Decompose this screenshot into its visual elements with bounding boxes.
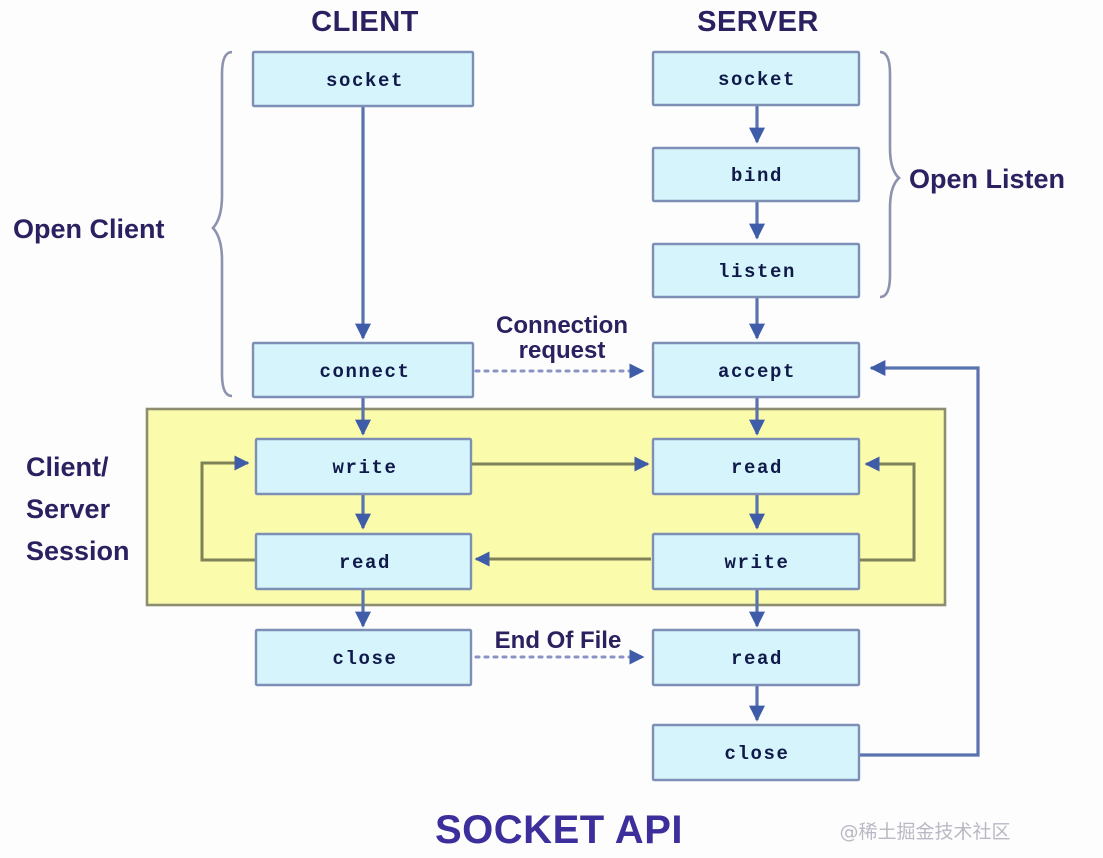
node-label: read xyxy=(731,648,783,670)
label-session-line1: Client/ xyxy=(26,452,109,482)
node-label: socket xyxy=(326,70,404,92)
label-session-line2: Server xyxy=(26,494,111,524)
node-label: close xyxy=(724,743,789,765)
open-client-brace xyxy=(211,50,233,398)
node-server-close[interactable]: close xyxy=(651,723,861,782)
column-title-client: CLIENT xyxy=(311,6,419,38)
label-end-of-file: End Of File xyxy=(495,627,622,654)
loop-server-write-to-read xyxy=(859,456,916,562)
node-server-read-1[interactable]: read xyxy=(651,437,861,496)
node-label: socket xyxy=(718,69,796,91)
node-label: write xyxy=(332,457,397,479)
open-listen-brace xyxy=(879,50,901,299)
node-client-connect[interactable]: connect xyxy=(251,341,475,399)
node-label: close xyxy=(332,648,397,670)
node-label: read xyxy=(731,457,783,479)
label-session-line3: Session xyxy=(26,536,130,566)
loop-client-read-to-write xyxy=(200,455,256,562)
node-label: read xyxy=(339,552,391,574)
node-server-write[interactable]: write xyxy=(651,532,861,591)
node-label: bind xyxy=(731,165,783,187)
footer-title: SOCKET API xyxy=(435,808,683,852)
node-client-socket[interactable]: socket xyxy=(251,50,475,108)
node-server-bind[interactable]: bind xyxy=(651,146,861,203)
node-server-accept[interactable]: accept xyxy=(651,341,861,399)
label-open-client: Open Client xyxy=(13,214,165,244)
label-connection-request-line2: request xyxy=(519,337,606,364)
node-client-close[interactable]: close xyxy=(254,628,473,687)
node-client-read[interactable]: read xyxy=(254,532,473,591)
node-label: listen xyxy=(718,261,796,283)
label-open-listen: Open Listen xyxy=(909,164,1065,194)
column-title-server: SERVER xyxy=(697,6,819,38)
loop-server-close-to-accept xyxy=(859,360,980,757)
watermark: @稀土掘金技术社区 xyxy=(839,821,1010,843)
node-label: connect xyxy=(319,361,410,383)
node-server-listen[interactable]: listen xyxy=(651,242,861,299)
node-server-socket[interactable]: socket xyxy=(651,50,861,107)
node-server-read-2[interactable]: read xyxy=(651,628,861,687)
node-label: write xyxy=(724,552,789,574)
node-client-write[interactable]: write xyxy=(254,437,473,496)
node-label: accept xyxy=(718,361,796,383)
label-connection-request-line1: Connection xyxy=(496,312,628,339)
